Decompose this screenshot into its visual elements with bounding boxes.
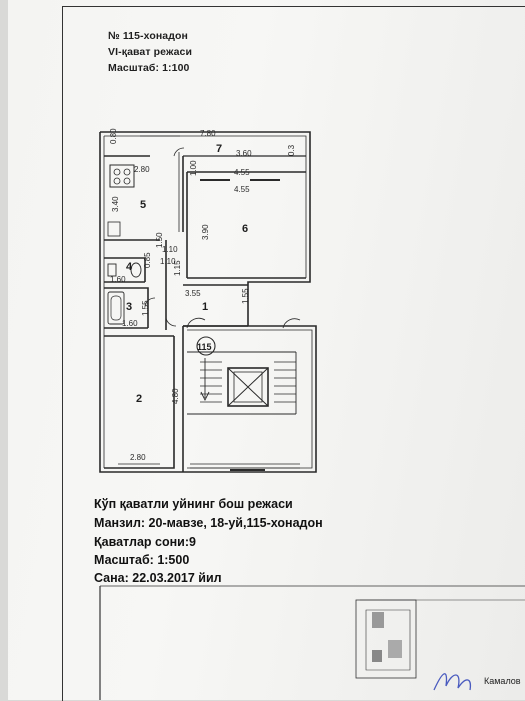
- floor-plan-title: VI-қават режаси: [108, 46, 193, 58]
- signature-mark: [433, 673, 472, 691]
- room-label-5: 5: [140, 199, 146, 211]
- dim-4-55-b: 4.55: [234, 185, 250, 194]
- dim-0-80: 0.80: [109, 128, 118, 144]
- dim-7-80: 7.80: [200, 129, 216, 138]
- info-scale: Масштаб: 1:500: [94, 553, 190, 567]
- dim-2-80-bottom: 2.80: [130, 453, 146, 462]
- dim-1-15: 1.15: [173, 260, 182, 276]
- dim-2-80-top: 2.80: [134, 165, 150, 174]
- info-title: Кўп қаватли уйнинг бош режаси: [94, 497, 293, 511]
- plan-scale: Масштаб: 1:100: [108, 62, 190, 74]
- room-label-2: 2: [136, 393, 142, 405]
- dim-3-55: 3.55: [185, 289, 201, 298]
- dim-3-40: 3.40: [111, 196, 120, 212]
- dim-3-60: 3.60: [236, 149, 252, 158]
- dim-4-80: 4.80: [171, 388, 180, 404]
- room-label-4: 4: [126, 261, 133, 273]
- dim-1-60-a: 1.60: [110, 275, 126, 284]
- room-label-7: 7: [216, 143, 222, 155]
- site-plan-sketch: [99, 585, 525, 700]
- apartment-number: № 115-хонадон: [108, 30, 188, 42]
- dim-1-00: 1.00: [189, 160, 198, 176]
- dim-0-3: 0.3: [287, 144, 296, 156]
- dim-1-10-a: 1.10: [162, 245, 178, 254]
- info-floors: Қаватлар сони:9: [94, 535, 196, 549]
- dim-1-50: 1.50: [155, 232, 164, 248]
- dim-0-85: 0.85: [143, 252, 152, 268]
- document-sheet: [8, 0, 525, 700]
- apartment-circle-label: 115: [197, 342, 212, 352]
- dim-4-55-a: 4.55: [234, 168, 250, 177]
- drawing-frame: [62, 6, 525, 701]
- dim-1-55-b: 1.55: [141, 300, 150, 316]
- room-label-6: 6: [242, 223, 248, 235]
- dim-1-60-b: 1.60: [122, 319, 138, 328]
- info-address: Манзил: 20-мавзе, 18-уй,115-хонадон: [94, 516, 323, 530]
- dim-3-90: 3.90: [201, 224, 210, 240]
- dim-1-55-a: 1.55: [241, 288, 250, 304]
- room-label-1: 1: [202, 301, 208, 313]
- room-label-3: 3: [126, 301, 132, 313]
- info-date: Сана: 22.03.2017 йил: [94, 571, 222, 585]
- dim-1-10-b: 1.10: [160, 257, 176, 266]
- signature-name: Камалов: [484, 676, 521, 686]
